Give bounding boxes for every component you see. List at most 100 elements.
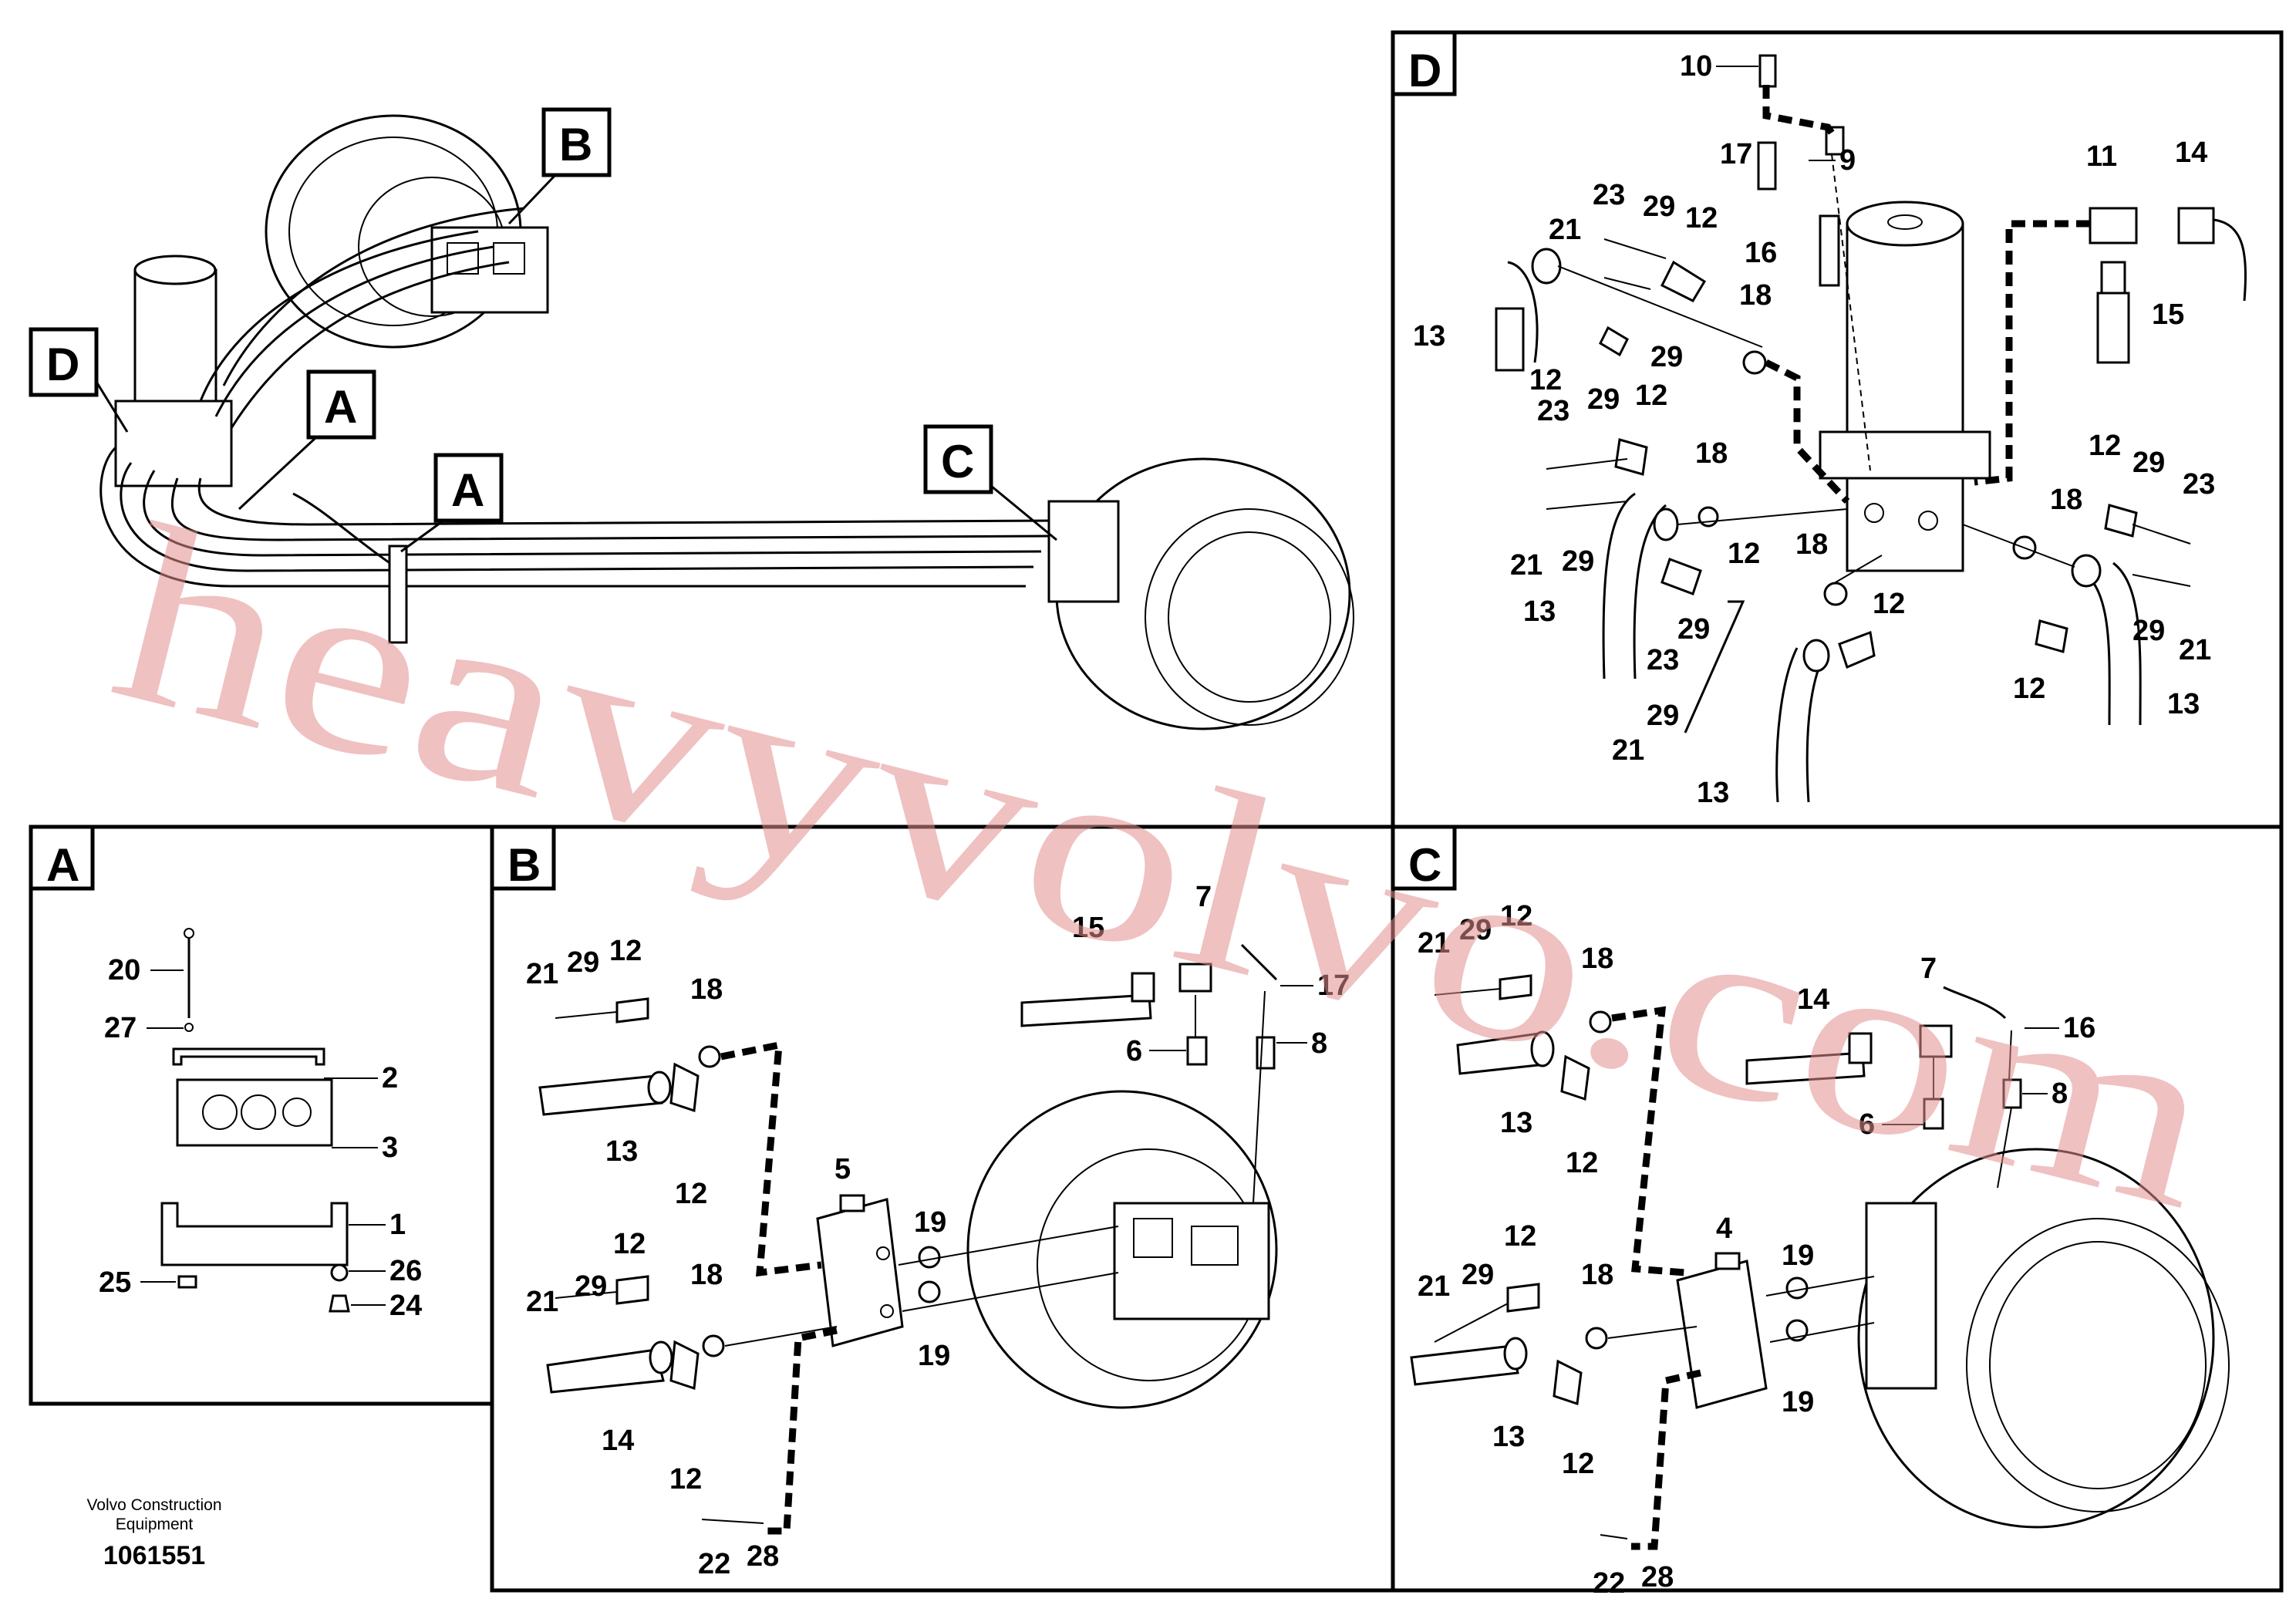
- manifold-block-5: [816, 1198, 904, 1347]
- callout-d-14: 14: [2175, 137, 2207, 169]
- hose-clamp-overview: [388, 545, 408, 644]
- svg-text:D: D: [46, 339, 79, 390]
- callout-c-13a: 13: [1500, 1107, 1532, 1139]
- callout-b-12d: 12: [669, 1463, 702, 1496]
- callout-d-16: 16: [1745, 237, 1777, 269]
- overview-callout-d: D: [29, 327, 129, 433]
- overview-callout-a1: A: [238, 369, 376, 511]
- callout-c-19b: 19: [1782, 1386, 1814, 1418]
- callout-d-29d: 29: [1562, 545, 1594, 578]
- callout-a-25: 25: [99, 1266, 131, 1299]
- callout-d-29a: 29: [1643, 191, 1675, 223]
- panel-a-letter: A: [46, 839, 79, 891]
- valve-block-c: [1047, 500, 1120, 603]
- callout-d-21d: 21: [2179, 634, 2211, 666]
- callout-d-21b: 21: [1510, 549, 1542, 582]
- panel-c-letter: C: [1408, 839, 1441, 891]
- callout-a-20: 20: [108, 954, 140, 986]
- callout-d-29b: 29: [1650, 341, 1683, 373]
- callout-b-14: 14: [602, 1425, 634, 1457]
- callout-c-13b: 13: [1492, 1421, 1525, 1453]
- swivel-manifold-d: [1846, 477, 1964, 572]
- callout-d-9: 9: [1839, 144, 1856, 177]
- callout-b-29b: 29: [575, 1270, 607, 1303]
- callout-b-17: 17: [1317, 969, 1350, 1002]
- callout-c-12c: 12: [1504, 1220, 1536, 1253]
- callout-c-22: 22: [1593, 1567, 1625, 1600]
- callout-d-18d: 18: [2050, 484, 2082, 516]
- callout-b-21a: 21: [526, 958, 558, 990]
- callout-c-29b: 29: [1462, 1259, 1494, 1291]
- callout-c-8: 8: [2052, 1077, 2068, 1110]
- callout-b-29a: 29: [567, 946, 599, 979]
- clamp-bracket-2: [172, 1047, 325, 1066]
- callout-d-23a: 23: [1593, 179, 1625, 211]
- callout-d-23b: 23: [1537, 395, 1569, 427]
- detail-c-drawing: 21 29 12 18 13 12 14 7 16 6 8 4 19 19 12…: [1410, 900, 2230, 1600]
- callout-c-12b: 12: [1566, 1147, 1598, 1179]
- panel-b-tab: [490, 824, 556, 891]
- callout-d-13c: 13: [1697, 777, 1729, 809]
- svg-text:C: C: [941, 436, 974, 487]
- callout-a-27: 27: [104, 1012, 137, 1044]
- callout-d-18b: 18: [1695, 437, 1728, 470]
- callout-c-6: 6: [1859, 1108, 1875, 1141]
- callout-b-6: 6: [1126, 1035, 1142, 1067]
- swivel-manifold: [114, 400, 233, 487]
- callout-d-18a: 18: [1739, 279, 1772, 312]
- callout-d-15: 15: [2152, 298, 2184, 331]
- callout-d-12f: 12: [2089, 430, 2121, 462]
- manifold-block-4: [1676, 1259, 1768, 1409]
- callout-c-7: 7: [1920, 953, 1937, 985]
- motor-valve-c: [1865, 1202, 1937, 1390]
- callout-a-1: 1: [389, 1209, 406, 1241]
- overview-callout-a2: A: [400, 453, 504, 553]
- callout-b-21b: 21: [526, 1286, 558, 1318]
- callout-c-19a: 19: [1782, 1239, 1814, 1272]
- callout-c-28: 28: [1641, 1561, 1674, 1593]
- svg-text:B: B: [559, 119, 592, 170]
- panel-d-letter: D: [1408, 45, 1441, 96]
- callout-c-14: 14: [1797, 983, 1829, 1016]
- callout-b-7: 7: [1195, 881, 1212, 913]
- travel-motor-c: [1857, 1148, 2215, 1529]
- callout-d-13d: 13: [2167, 688, 2200, 720]
- callout-b-19a: 19: [914, 1206, 946, 1239]
- callout-d-21c: 21: [1612, 734, 1644, 767]
- callout-d-23d: 23: [2183, 468, 2215, 501]
- panel-d-tab: [1391, 30, 1457, 96]
- detail-b-drawing: 21 29 12 18 13 12 15 7 17 6 8 5 19 19 12…: [526, 881, 1350, 1580]
- callout-d-29f: 29: [1647, 700, 1679, 732]
- callout-c-21b: 21: [1418, 1270, 1450, 1303]
- swivel-joint: [133, 268, 217, 414]
- callout-c-12d: 12: [1562, 1448, 1594, 1480]
- callout-b-18a: 18: [690, 973, 723, 1006]
- callout-b-19b: 19: [918, 1340, 950, 1372]
- callout-b-13a: 13: [605, 1135, 638, 1168]
- swivel-body-d: [1846, 222, 1964, 457]
- panel-frames: D A B C: [29, 30, 2284, 1593]
- callout-b-12a: 12: [609, 935, 642, 967]
- callout-d-18c: 18: [1795, 528, 1828, 561]
- callout-c-16: 16: [2063, 1012, 2095, 1044]
- callout-d-12c: 12: [1635, 379, 1667, 412]
- callout-d-13b: 13: [1523, 595, 1556, 628]
- company-name-line2: Equipment: [116, 1516, 194, 1533]
- svg-text:A: A: [324, 381, 357, 433]
- valve-block-b: [430, 226, 549, 314]
- callout-b-18b: 18: [690, 1259, 723, 1291]
- detail-d-drawing: 10 9 17 16 11 14 15 23 29 12 21 13 18 29…: [1413, 50, 2247, 809]
- svg-text:A: A: [451, 464, 484, 516]
- overview-drawing: B D A A C: [29, 107, 1354, 730]
- callout-d-12g: 12: [2013, 673, 2045, 705]
- overview-callout-c: C: [923, 424, 1057, 541]
- panel-a-tab: [29, 824, 95, 891]
- callout-d-29c: 29: [1587, 383, 1620, 416]
- callout-b-12b: 12: [675, 1178, 707, 1210]
- callout-c-29a: 29: [1459, 914, 1492, 946]
- overview-callout-b: B: [507, 107, 612, 225]
- callout-d-29e: 29: [1677, 613, 1710, 646]
- callout-d-29h: 29: [2132, 615, 2165, 647]
- callout-c-18a: 18: [1581, 943, 1613, 975]
